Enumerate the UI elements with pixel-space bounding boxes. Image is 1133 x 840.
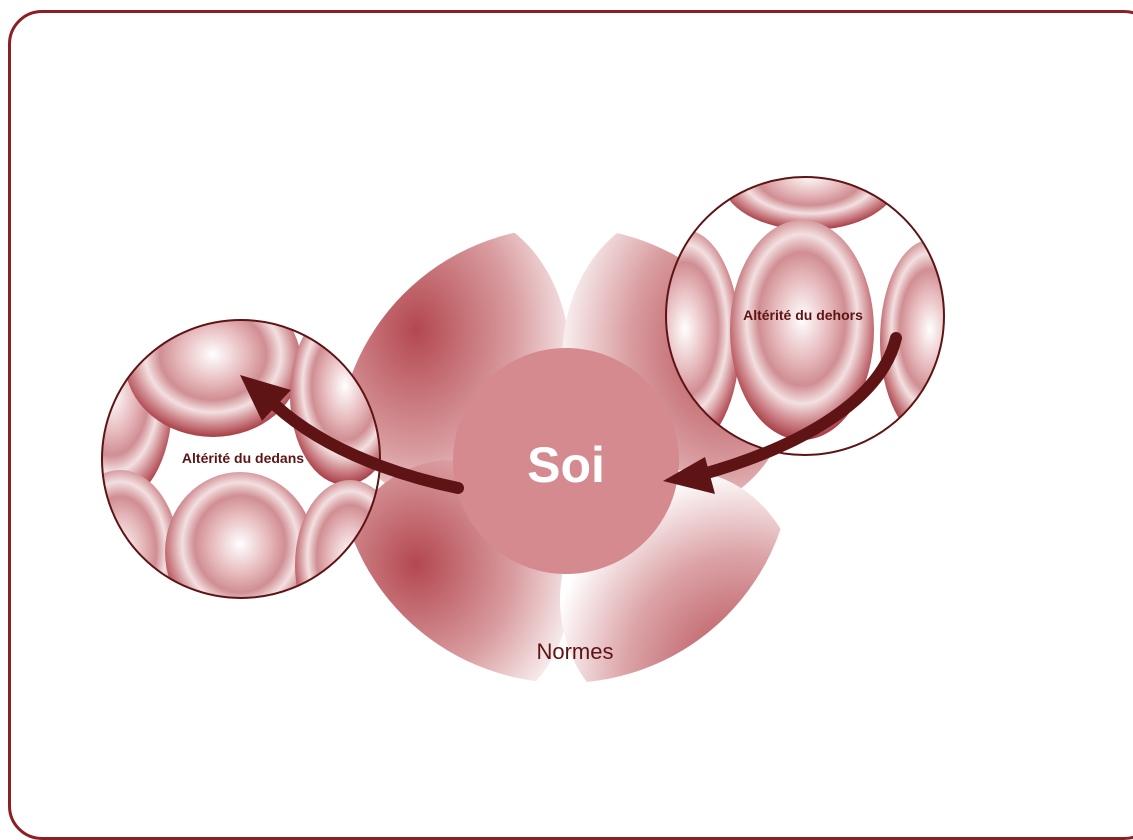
soi-label: Soi: [527, 437, 605, 493]
inner-otherness-bubble: [101, 319, 381, 599]
outer-otherness-bubble: [665, 176, 945, 456]
arrow-outer-to-soi: [663, 332, 902, 494]
self-otherness-diagram: Soi Normes Altérité du dedans Altérité d…: [101, 176, 945, 683]
inner-otherness-label: Altérité du dedans: [182, 450, 304, 466]
normes-label: Normes: [536, 639, 613, 664]
soi-circle: [453, 348, 679, 574]
outer-otherness-label: Altérité du dehors: [743, 307, 863, 323]
arrow-soi-to-inner: [240, 375, 464, 494]
